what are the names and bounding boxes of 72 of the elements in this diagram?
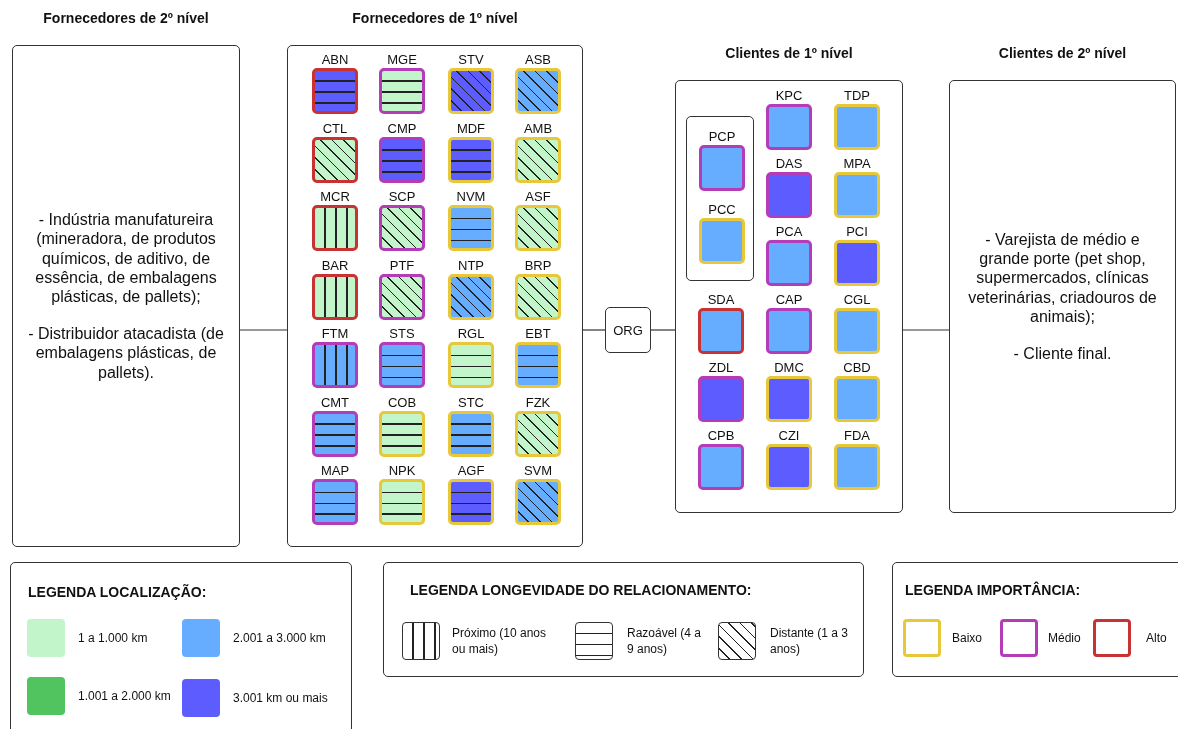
connector-line [650,329,676,331]
code-label: NTP [457,257,485,273]
legend-text: 2.001 a 3.000 km [233,629,327,647]
legend-text: 1.001 a 2.000 km [78,687,172,705]
legend-heading: LEGENDA LONGEVIDADE DO RELACIONAMENTO: [410,582,752,598]
code-label: CBD [842,360,872,375]
code-label: PCI [845,224,869,239]
legend-text: Próximo (10 anos ou mais) [452,624,548,658]
code-label: CZI [777,428,801,443]
code-label: CPB [706,428,736,443]
code-label: KPC [774,88,804,103]
code-label: SCP [387,189,417,204]
connector-line [582,329,606,331]
group-heading: Clientes de 2º nível [997,45,1128,61]
code-label: FDA [843,428,871,443]
code-label: EBT [524,326,552,341]
legend-text: 1 a 1.000 km [78,629,149,647]
code-label: ASF [524,189,552,204]
code-label: CTL [321,120,349,136]
code-label: CGL [842,292,872,307]
code-label: MGE [386,52,418,67]
legend-text: Razoável (4 a 9 anos) [627,624,703,658]
code-label: BRP [523,257,553,273]
code-label: MAP [319,463,351,478]
code-label: RGL [456,326,486,341]
connector-line [239,329,288,331]
code-label: NPK [387,463,417,478]
legend-text: Baixo [952,629,984,647]
legend-heading: LEGENDA LOCALIZAÇÃO: [28,584,207,600]
legend-text: Médio [1048,629,1082,647]
code-label: PCC [707,202,737,217]
code-label: STV [457,52,485,67]
description-text: - Varejista de médio e grande porte (pet shop, supermercados, clínicas veterinárias, criadouros de animais); [967,229,1158,326]
code-label: ZDL [707,360,735,375]
legend-text: Alto [1146,629,1168,647]
code-label: SDA [706,292,736,307]
code-label: DMC [773,360,805,375]
description-text: - Cliente final. [1012,343,1113,364]
code-label: CMT [319,394,351,410]
group-heading: Fornecedores de 1º nível [351,10,519,26]
code-label: SVM [522,463,554,478]
code-label: AMB [522,120,554,136]
legend-text: 3.001 km ou mais [233,689,329,707]
group-heading: Clientes de 1º nível [724,45,854,61]
code-label: AGF [456,463,486,478]
code-label: MPA [842,156,872,171]
group-box [686,116,754,281]
code-label: MDF [455,120,487,136]
code-label: NVM [455,189,487,204]
code-label: ASB [524,52,552,67]
description-text: - Distribuidor atacadista (de embalagens plásticas, de pallets). [27,324,225,382]
code-label: DAS [774,156,804,171]
code-label: MCR [319,189,351,204]
code-label: PCP [707,129,737,144]
code-label: BAR [320,257,350,273]
legend-heading: LEGENDA IMPORTÂNCIA: [905,582,1081,598]
code-label: TDP [843,88,871,103]
code-label: FZK [524,394,552,410]
code-label: COB [386,394,418,410]
code-label: ABN [320,52,350,67]
code-label: CAP [774,292,804,307]
code-label: PCA [774,224,804,239]
group-heading: Fornecedores de 2º nível [42,10,210,26]
connector-line [902,329,950,331]
code-label: CMP [386,120,418,136]
legend-text: Distante (1 a 3 anos) [770,624,850,658]
code-label: PTF [388,257,416,273]
code-label: STC [457,394,485,410]
process-box: ORG [605,307,651,353]
code-label: STS [388,326,416,341]
description-text: - Indústria manufatureira (mineradora, de produtos químicos, de aditivo, de essência, de embalagens plásticas, de pallets); [34,210,218,307]
code-label: FTM [320,326,350,341]
